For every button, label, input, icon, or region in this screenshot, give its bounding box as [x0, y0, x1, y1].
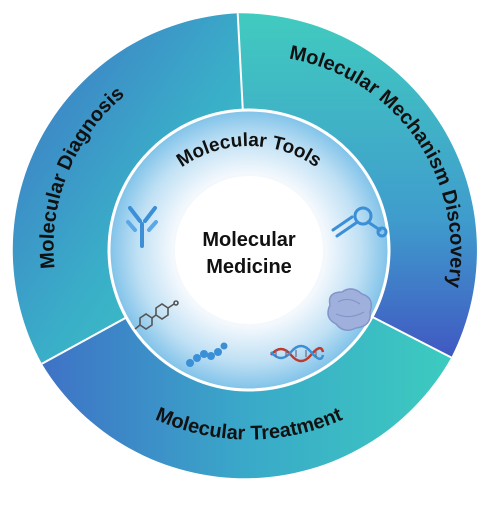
small-molecule-icon — [134, 300, 179, 330]
peptide-chain-icon — [186, 342, 228, 367]
dna-helix-icon — [270, 344, 325, 363]
center-label-line2: Medicine — [206, 256, 292, 278]
rna-hairpin-icon — [331, 206, 388, 238]
antibody-icon — [126, 206, 158, 248]
center-circle — [175, 176, 323, 324]
protein-icon — [327, 288, 373, 331]
center-label-line1: Molecular — [202, 229, 296, 251]
